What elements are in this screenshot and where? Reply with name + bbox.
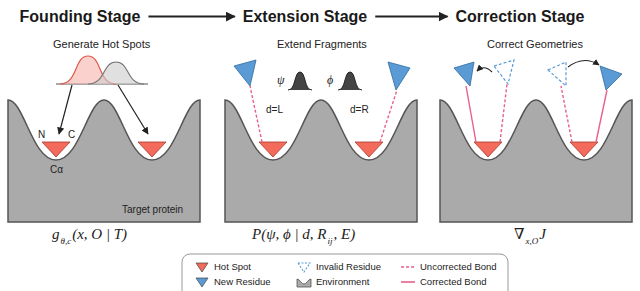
residue-swatch (196, 263, 208, 272)
legend-swatch (400, 261, 416, 273)
formula-text: ϕ (327, 74, 333, 88)
formula-text: P(ψ, ϕ | d, R (252, 226, 327, 243)
legend-entry: Invalid Residue (296, 261, 381, 273)
sample-arrow (59, 85, 72, 134)
residue-swatch (196, 278, 208, 287)
legend-swatch (400, 276, 416, 288)
legend-swatch (194, 276, 210, 288)
stage-heading: Correction Stage (452, 5, 589, 28)
hot-spot-residue (259, 142, 287, 157)
new-residue (600, 66, 622, 90)
formula-text: ψ (277, 74, 284, 88)
formula-text: (x, O | T) (72, 226, 127, 243)
annotation-label: Cα (50, 164, 63, 176)
new-residue (454, 62, 474, 86)
bond-swatch (401, 281, 415, 283)
distribution-curve (88, 62, 144, 84)
new-residue (234, 60, 256, 86)
hot-spot-residue (474, 142, 502, 157)
corrected-bond (466, 86, 476, 142)
invalid-residue-swatch (298, 263, 310, 272)
annotation-label: Correct Geometries (487, 38, 583, 51)
legend-label: Invalid Residue (316, 261, 381, 272)
legend-entry: Environment (296, 276, 369, 288)
uncorrected-bond (500, 84, 507, 142)
stage-arrow (148, 16, 234, 18)
annotation-label: d=R (350, 104, 369, 116)
legend-label: New Residue (214, 276, 271, 287)
legend-swatch (194, 261, 210, 273)
stage-heading: Extension Stage (239, 5, 371, 28)
hot-spot-residue (42, 142, 70, 157)
formula-text: J (539, 226, 546, 243)
legend-label: Uncorrected Bond (420, 261, 497, 272)
annotation-label: Generate Hot Spots (53, 38, 150, 51)
annotation-label: d=L (266, 104, 283, 116)
formula-text: θ,c (61, 236, 72, 246)
annotation-label: N (38, 129, 45, 141)
protein-surface (440, 100, 632, 222)
formula-text: ∇ (514, 226, 524, 243)
legend-swatch (296, 261, 312, 273)
correction-arrow (568, 60, 599, 67)
environment-swatch (297, 279, 311, 287)
stage-arrow (375, 16, 447, 18)
stage-title: Extension Stage (243, 8, 367, 25)
angle-distribution (338, 72, 362, 90)
formula-text: g (52, 226, 60, 243)
legend-entry: Hot Spot (194, 261, 251, 273)
legend-label: Environment (316, 276, 369, 287)
stage-heading: Founding Stage (16, 5, 145, 28)
legend-entry: New Residue (194, 276, 271, 288)
new-residue (388, 62, 410, 90)
hot-spot-residue (355, 142, 383, 157)
hot-spot-residue (570, 142, 598, 157)
correction-arrow (477, 68, 492, 72)
uncorrected-bond (561, 86, 572, 142)
angle-distribution (288, 72, 312, 90)
invalid-residue (494, 60, 514, 84)
uncorrected-bond (250, 86, 262, 142)
protein-surface (8, 100, 200, 222)
uncorrected-bond (380, 90, 397, 142)
formula-text: x,O (525, 236, 538, 246)
legend-label: Hot Spot (214, 261, 251, 272)
annotation-label: Extend Fragments (277, 38, 367, 51)
invalid-residue (548, 62, 566, 86)
annotation-label: C (68, 129, 75, 141)
corrected-bond (596, 90, 607, 142)
annotation-label: Target protein (122, 204, 183, 216)
legend-box (182, 254, 508, 291)
legend-label: Corrected Bond (420, 276, 487, 287)
sample-arrow (118, 85, 148, 134)
stage-title: Founding Stage (20, 8, 141, 25)
legend-entry: Corrected Bond (400, 276, 487, 288)
stage-title: Correction Stage (456, 8, 585, 25)
bond-swatch (401, 266, 415, 268)
legend-swatch (296, 276, 312, 288)
hot-spot-residue (138, 142, 166, 157)
legend-entry: Uncorrected Bond (400, 261, 497, 273)
formula-text: ij (328, 236, 333, 246)
formula-text: , E) (334, 226, 356, 243)
